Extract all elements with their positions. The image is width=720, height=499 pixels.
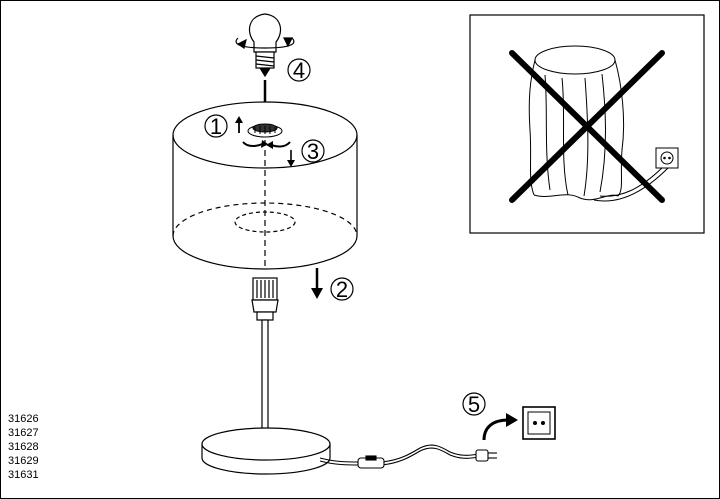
warning-inset — [469, 14, 705, 234]
lamp-holder — [251, 277, 279, 321]
step-badge-1: 1 — [204, 114, 228, 139]
power-cable — [319, 444, 479, 466]
model-number: 31627 — [8, 427, 39, 439]
step-badge-2: 2 — [330, 277, 354, 302]
covered-lamp-illustration — [528, 45, 669, 202]
lower-arrow-step3 — [287, 150, 295, 167]
lamp-base — [201, 427, 331, 475]
wall-socket-icon — [655, 147, 679, 169]
step-number: 5 — [468, 392, 480, 417]
model-number: 31629 — [8, 455, 39, 467]
step-number: 3 — [307, 139, 319, 164]
inline-switch — [357, 455, 385, 469]
step-number: 4 — [293, 58, 305, 83]
model-number: 31626 — [8, 413, 39, 425]
step-badge-4: 4 — [287, 58, 311, 83]
remove-arrow-step2 — [311, 268, 323, 299]
lamp-stem — [259, 319, 271, 441]
plug-in-arrow — [482, 413, 518, 441]
model-number-list: 31626 31627 31628 31629 31631 — [8, 412, 39, 482]
step-badge-3: 3 — [301, 139, 325, 164]
shade-ring-nut — [247, 123, 283, 138]
plug — [475, 449, 497, 462]
light-bulb-icon — [235, 13, 295, 78]
model-number: 31631 — [8, 469, 39, 481]
step-number: 2 — [336, 277, 348, 302]
step-number: 1 — [210, 114, 222, 139]
rotate-arrows — [242, 140, 291, 149]
cross-out-icon — [509, 50, 665, 203]
step-badge-5: 5 — [462, 392, 486, 417]
lift-arrow-step1 — [235, 116, 243, 133]
model-number: 31628 — [8, 441, 39, 453]
wall-socket-icon — [522, 406, 556, 440]
